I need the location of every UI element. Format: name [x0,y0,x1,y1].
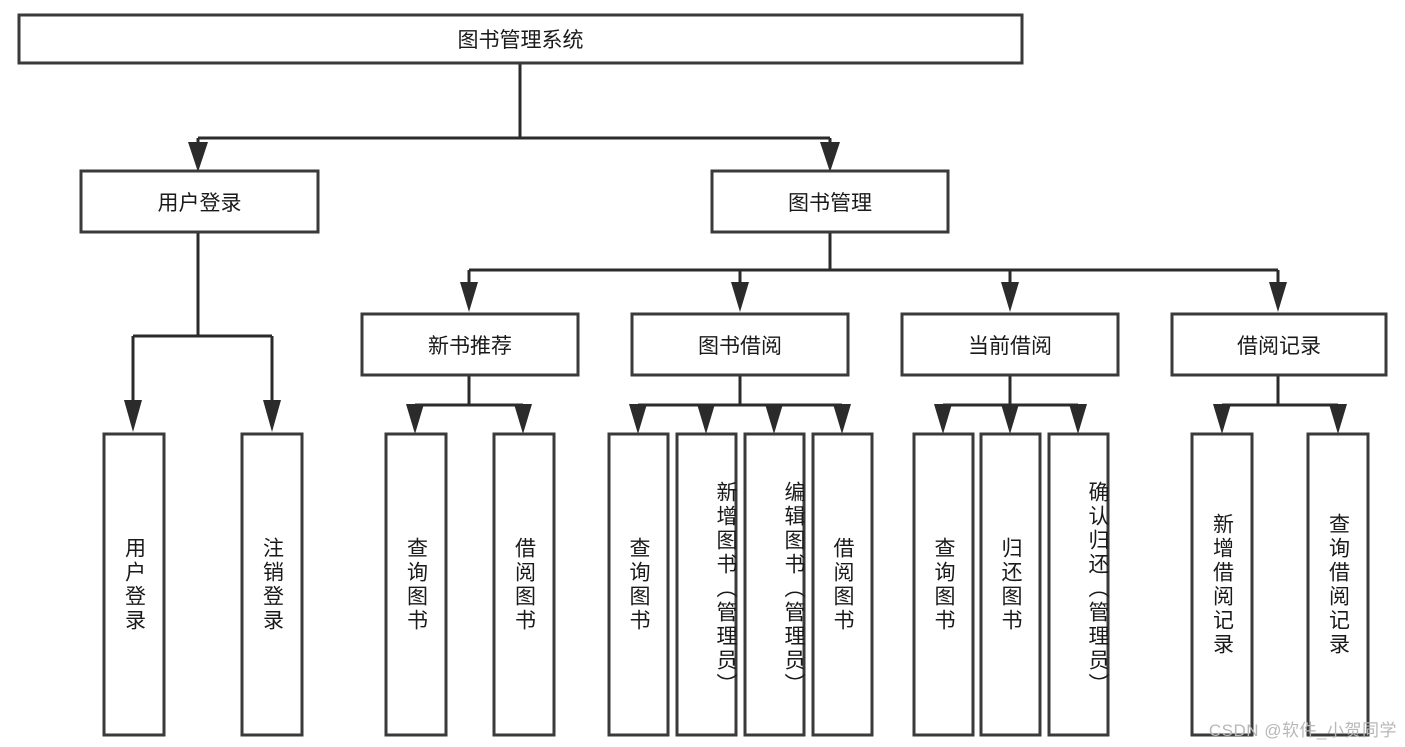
node-leaf-user-login-1[interactable] [102,432,166,737]
node-leaf-bookborrow-1[interactable] [607,432,670,737]
node-leaf-borrowrecords-1[interactable] [1190,432,1254,737]
node-level2-new-book-recommend[interactable] [360,312,580,377]
arrow-head-bookmgmt [820,142,840,172]
arrow-head-leaf-borrowrecords-1 [1213,404,1231,434]
connector-group-bookmgmt [460,232,1287,312]
arrow-head-leaf-user-login-1 [124,400,142,432]
arrow-head-leaf-currentborrow-2 [1001,404,1019,434]
connector-group-bookborrow [629,375,851,434]
arrow-head-leaf-bookborrow-4 [833,404,851,434]
node-leaf-currentborrow-3[interactable] [1047,432,1110,737]
arrow-head-level2-4 [1269,282,1287,312]
arrow-head-leaf-borrowrecords-2 [1329,404,1347,434]
arrow-head-leaf-currentborrow-3 [1069,404,1087,434]
node-leaf-borrowrecords-2[interactable] [1306,432,1370,737]
arrow-head-leaf-bookborrow-3 [765,404,783,434]
node-level2-borrow-records[interactable] [1170,312,1388,377]
node-leaf-bookborrow-4[interactable] [811,432,874,737]
connector-group-currentborrow [934,375,1087,434]
arrow-head-leaf-bookborrow-2 [697,404,715,434]
arrow-head-leaf-currentborrow-1 [934,404,952,434]
node-leaf-user-login-2[interactable] [240,432,304,737]
arrow-head-leaf-newbook-1 [406,404,424,434]
node-level2-book-borrow[interactable] [630,312,850,377]
node-level1-user-login[interactable] [79,169,320,234]
arrow-head-leaf-newbook-2 [514,404,532,434]
node-leaf-newbook-1[interactable] [384,432,448,737]
arrow-head-leaf-user-login-2 [263,400,281,432]
arrow-head-level2-3 [1001,282,1019,312]
connector-group-newbook [406,375,532,434]
arrow-head-level2-1 [460,282,478,312]
node-level2-current-borrow[interactable] [900,312,1120,377]
arrow-head-leaf-bookborrow-1 [629,404,647,434]
arrow-head-userlogin [188,142,208,172]
connector-group-root [188,63,840,172]
node-leaf-currentborrow-1[interactable] [912,432,975,737]
node-leaf-bookborrow-2[interactable] [675,432,738,737]
node-leaf-currentborrow-2[interactable] [979,432,1042,737]
node-level1-book-management[interactable] [710,169,950,234]
arrow-head-level2-2 [731,282,749,312]
node-leaf-newbook-2[interactable] [492,432,556,737]
connector-group-borrowrecords [1213,375,1347,434]
connector-group-userlogin [124,232,281,432]
node-leaf-bookborrow-3[interactable] [743,432,806,737]
node-root-book-management-system[interactable] [17,13,1024,65]
